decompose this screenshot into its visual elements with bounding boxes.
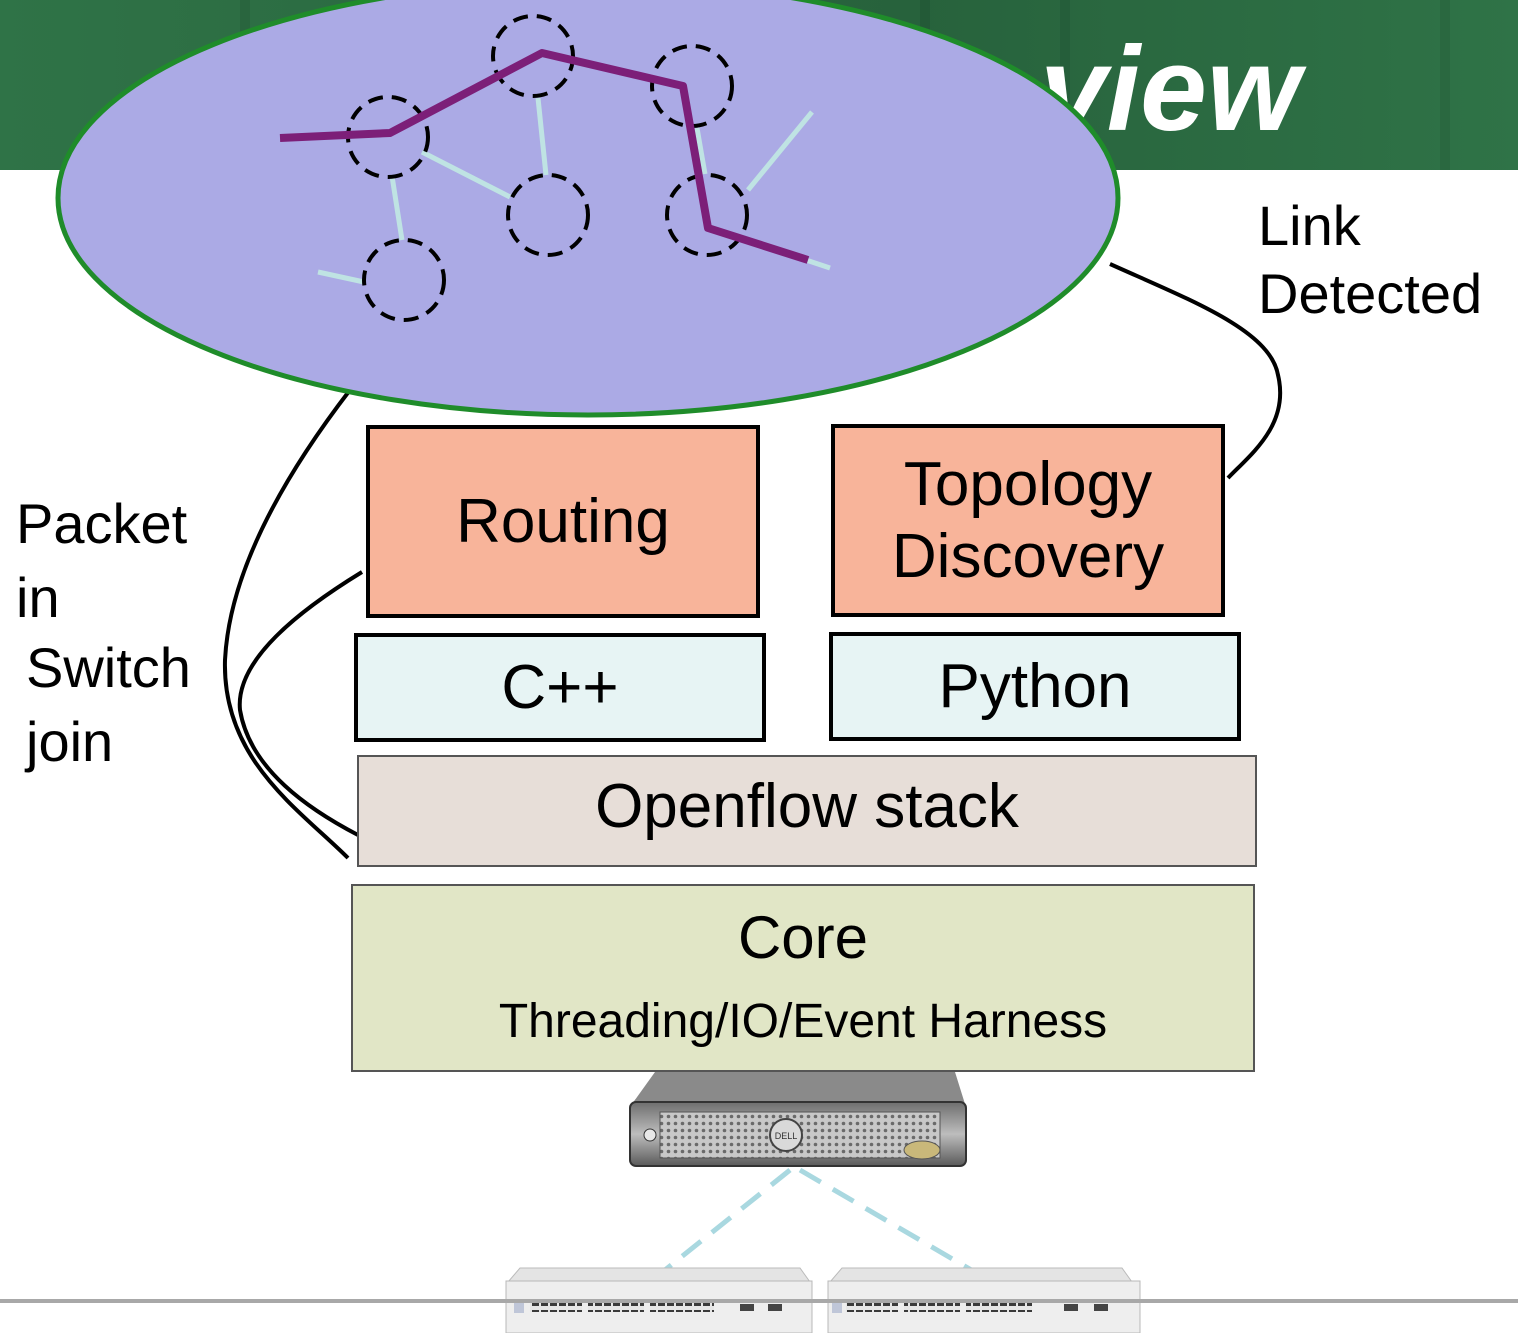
switch-node <box>362 238 446 322</box>
cpp-label: C++ <box>501 653 619 722</box>
python-box: Python <box>829 632 1241 741</box>
routing-box: Routing <box>366 425 760 618</box>
link-detected-connector <box>1109 262 1282 480</box>
python-label: Python <box>938 652 1132 721</box>
switch-node <box>665 173 749 257</box>
core-label: Core <box>737 903 869 971</box>
packet-in-connector <box>222 388 352 860</box>
openflow-label: Openflow stack <box>595 772 1019 841</box>
discovery-label: Discovery <box>891 521 1165 591</box>
packet-in-label: Packet in <box>16 492 188 629</box>
core-box: Core Threading/IO/Event Harness <box>351 884 1255 1072</box>
link-detected-label: Link Detected <box>1258 194 1483 325</box>
switch-node <box>506 173 590 257</box>
switch-node <box>491 14 575 98</box>
cpp-box: C++ <box>354 633 766 742</box>
topology-discovery-box: Topology Discovery <box>831 424 1225 617</box>
slide-footer-rule <box>0 1299 1518 1303</box>
topology-label: Topology <box>903 449 1153 519</box>
core-subtitle: Threading/IO/Event Harness <box>498 994 1108 1048</box>
switch-join-label: Switch join <box>26 636 191 773</box>
routing-label: Routing <box>456 486 670 556</box>
routed-path <box>279 49 810 264</box>
openflow-stack-box: Openflow stack <box>357 755 1257 867</box>
switch-join-connector <box>237 570 364 837</box>
topology-links <box>317 97 831 285</box>
server-switch-links <box>653 1167 987 1281</box>
